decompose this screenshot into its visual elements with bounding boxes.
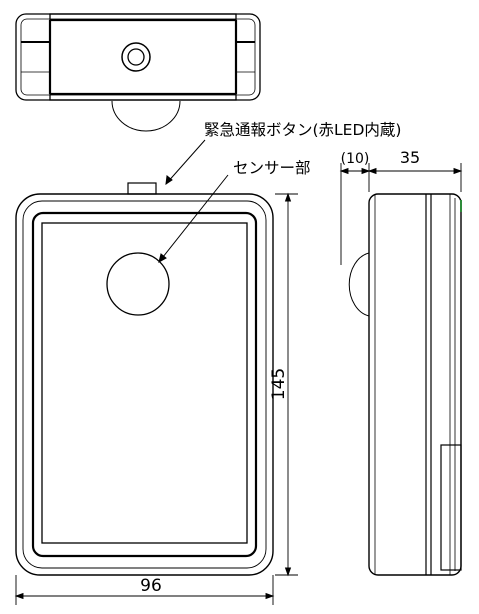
- front-view-middle-body: [22, 200, 267, 569]
- callouts: [158, 139, 229, 264]
- front-view-panel: [41, 222, 248, 544]
- side-view-back-slot: [440, 444, 462, 571]
- front-view-sensor: [106, 252, 170, 316]
- top-view-button-outer: [121, 42, 151, 72]
- dimension-width: [14, 575, 275, 605]
- side-view-sensor-dome: [348, 252, 370, 317]
- height-dimension-label: 145: [269, 368, 289, 400]
- depth-dimension-label: 35: [400, 148, 420, 167]
- dimension-depth: [339, 163, 463, 265]
- button-leader-arrow: [165, 175, 173, 186]
- front-view-outer-body: [15, 193, 274, 576]
- sensor-leader-arrow: [158, 253, 167, 264]
- top-view-panel: [49, 13, 237, 101]
- side-view: [348, 193, 462, 576]
- top-view-button-inner: [127, 48, 145, 66]
- protrusion-dimension-label: (10): [341, 151, 370, 167]
- side-view-body: [368, 193, 462, 576]
- front-view-button-nub: [127, 182, 157, 195]
- button-label: 緊急通報ボタン(赤LED内蔵): [204, 121, 401, 139]
- front-view-bezel: [31, 211, 258, 558]
- top-view-outer-body: [15, 13, 261, 101]
- top-view-sensor-dome: [111, 100, 181, 132]
- sensor-label: センサー部: [233, 159, 311, 177]
- top-view: [15, 13, 261, 132]
- button-leader-line: [165, 139, 206, 185]
- sensor-leader-line: [158, 174, 229, 263]
- top-view-inner-body: [20, 18, 256, 96]
- dimension-height: [275, 192, 298, 577]
- front-view: [15, 182, 274, 576]
- width-dimension-label: 96: [140, 576, 162, 596]
